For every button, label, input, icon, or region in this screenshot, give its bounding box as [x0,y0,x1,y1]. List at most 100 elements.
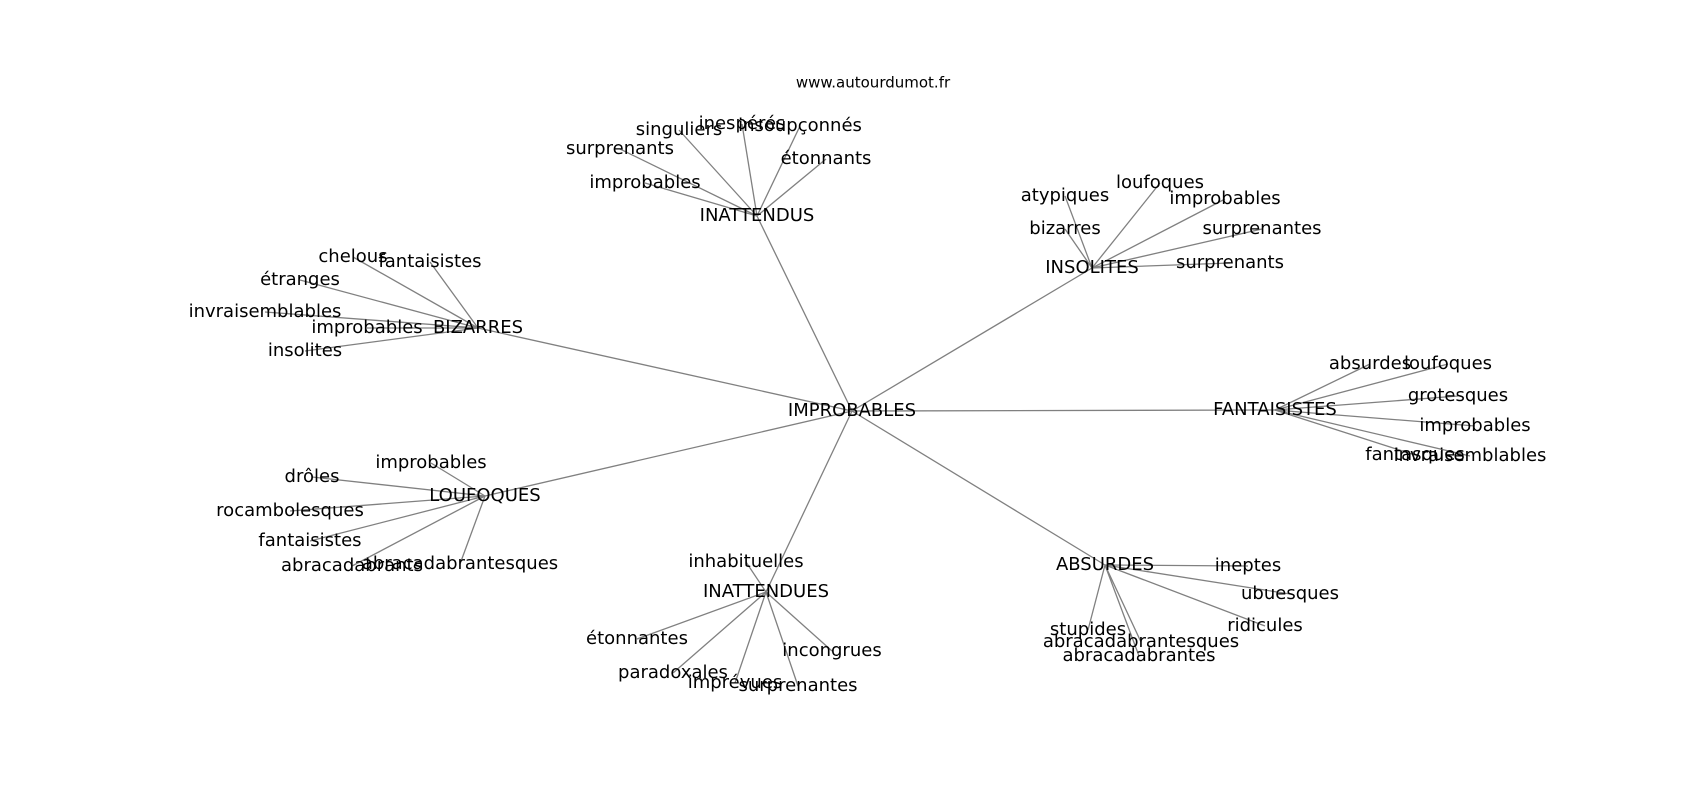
leaf-word-label: fantaisistes [258,530,361,551]
leaf-word-label: abracadabrantesques [362,553,558,574]
leaf-word-label: abracadabrantes [1062,645,1215,666]
edge-hub-to-word [756,158,827,217]
leaf-word-label: improbables [375,452,486,473]
edge-hub-to-word [289,495,486,512]
edge-center-to-hub [756,215,853,412]
leaf-word-label: surprenantes [738,675,857,696]
edge-layer [264,123,1476,687]
leaf-word-label: loufoques [1116,172,1204,193]
edge-hub-to-word [756,125,801,217]
leaf-word-label: étonnantes [586,628,688,649]
leaf-word-label: improbables [589,172,700,193]
edge-hub-to-word [1274,363,1371,411]
edge-hub-to-word [644,182,758,217]
edge-hub-to-word [765,591,833,652]
edge-hub-to-word [1091,262,1231,269]
leaf-word-label: insoupçonnés [738,115,862,136]
leaf-word-label: chelous [318,246,387,267]
edge-hub-to-word [741,123,758,217]
edge-center-to-hub [851,409,1276,412]
center-word-label: IMPROBABLES [788,400,916,421]
edge-hub-to-word [745,561,767,593]
leaf-word-label: loufoques [1404,353,1492,374]
edge-hub-to-word [619,148,758,217]
edge-hub-to-word [1274,395,1459,411]
leaf-word-label: improbables [1419,415,1530,436]
site-credit: www.autourdumot.fr [796,74,951,92]
leaf-word-label: stupides [1050,619,1126,640]
edge-center-to-hub [851,410,1106,566]
edge-hub-to-word [1104,564,1140,657]
hub-word-label: INATTENDUS [700,205,815,226]
leaf-word-label: fantaisistes [378,251,481,272]
leaf-word-label: surprenants [566,138,674,159]
leaf-word-label: abracadabrants [281,555,423,576]
leaf-word-label: grotesques [1408,385,1508,406]
hub-word-label: BIZARRES [433,317,523,338]
edge-hub-to-word [1274,409,1416,456]
hub-word-label: INSOLITES [1045,257,1139,278]
edge-hub-to-word [1274,409,1471,457]
leaf-word-label: ineptes [1215,555,1281,576]
hub-word-label: INATTENDUES [703,581,829,602]
leaf-word-label: insolites [268,340,342,361]
edge-hub-to-word [351,495,486,567]
leaf-word-label: imprévues [688,672,783,693]
edge-center-to-hub [477,327,853,412]
edge-hub-to-word [459,495,486,565]
leaf-word-label: improbables [1169,188,1280,209]
edge-center-to-hub [484,410,853,497]
leaf-word-label: drôles [285,466,340,487]
leaf-word-label: ubuesques [1241,583,1339,604]
edge-hub-to-word [299,279,479,329]
edge-hub-to-word [1091,228,1263,269]
edge-hub-to-word [678,129,758,217]
leaf-word-label: abracadabrantesques [1043,631,1239,652]
edge-center-to-hub [851,267,1093,412]
edge-hub-to-word [264,311,479,329]
leaf-word-label: invraisemblables [189,301,342,322]
edge-hub-to-word [1104,564,1249,567]
leaf-word-label: rocambolesques [216,500,364,521]
leaf-word-label: improbables [311,317,422,338]
hub-word-label: ABSURDES [1056,554,1154,575]
leaf-word-label: singuliers [636,119,722,140]
edge-hub-to-word [352,256,479,329]
leaf-word-label: étranges [260,269,340,290]
edge-hub-to-word [636,591,767,640]
hub-word-label: FANTAISISTES [1213,399,1337,420]
leaf-word-label: étonnants [781,148,872,169]
leaf-word-label: surprenants [1176,252,1284,273]
edge-hub-to-word [311,476,486,497]
edge-hub-to-word [1087,564,1106,631]
leaf-word-label: surprenantes [1202,218,1321,239]
edge-hub-to-word [1274,409,1476,427]
hub-word-label: LOUFOQUES [429,485,540,506]
leaf-word-label: inespérés [699,113,786,134]
edge-hub-to-word [1104,564,1266,627]
edge-hub-to-word [304,327,479,352]
edge-hub-to-word [1064,228,1093,269]
leaf-word-label: fantasques [1365,444,1465,465]
edge-hub-to-word [1091,198,1226,269]
edge-hub-to-word [309,495,486,542]
edge-hub-to-word [430,462,486,497]
edge-hub-to-word [734,591,767,684]
leaf-word-label: absurdes [1329,353,1411,374]
edge-hub-to-word [1091,182,1161,269]
edge-hub-to-word [429,261,479,329]
edge-hub-to-word [1104,564,1142,643]
leaf-word-label: incongrues [782,640,881,661]
edge-hub-to-word [765,591,799,687]
leaf-word-label: inhabituelles [688,551,803,572]
leaf-word-label: paradoxales [618,662,728,683]
leaf-word-label: invraisemblables [1394,445,1547,466]
leaf-word-label: atypiques [1021,185,1109,206]
edge-hub-to-word [1274,363,1449,411]
edge-hub-to-word [1104,564,1291,595]
leaf-word-label: ridicules [1227,615,1303,636]
edge-hub-to-word [672,591,767,674]
edge-center-to-hub [765,410,853,593]
label-layer: IMPROBABLES INATTENDUS inespérésinsoupçonn… [189,113,1547,696]
